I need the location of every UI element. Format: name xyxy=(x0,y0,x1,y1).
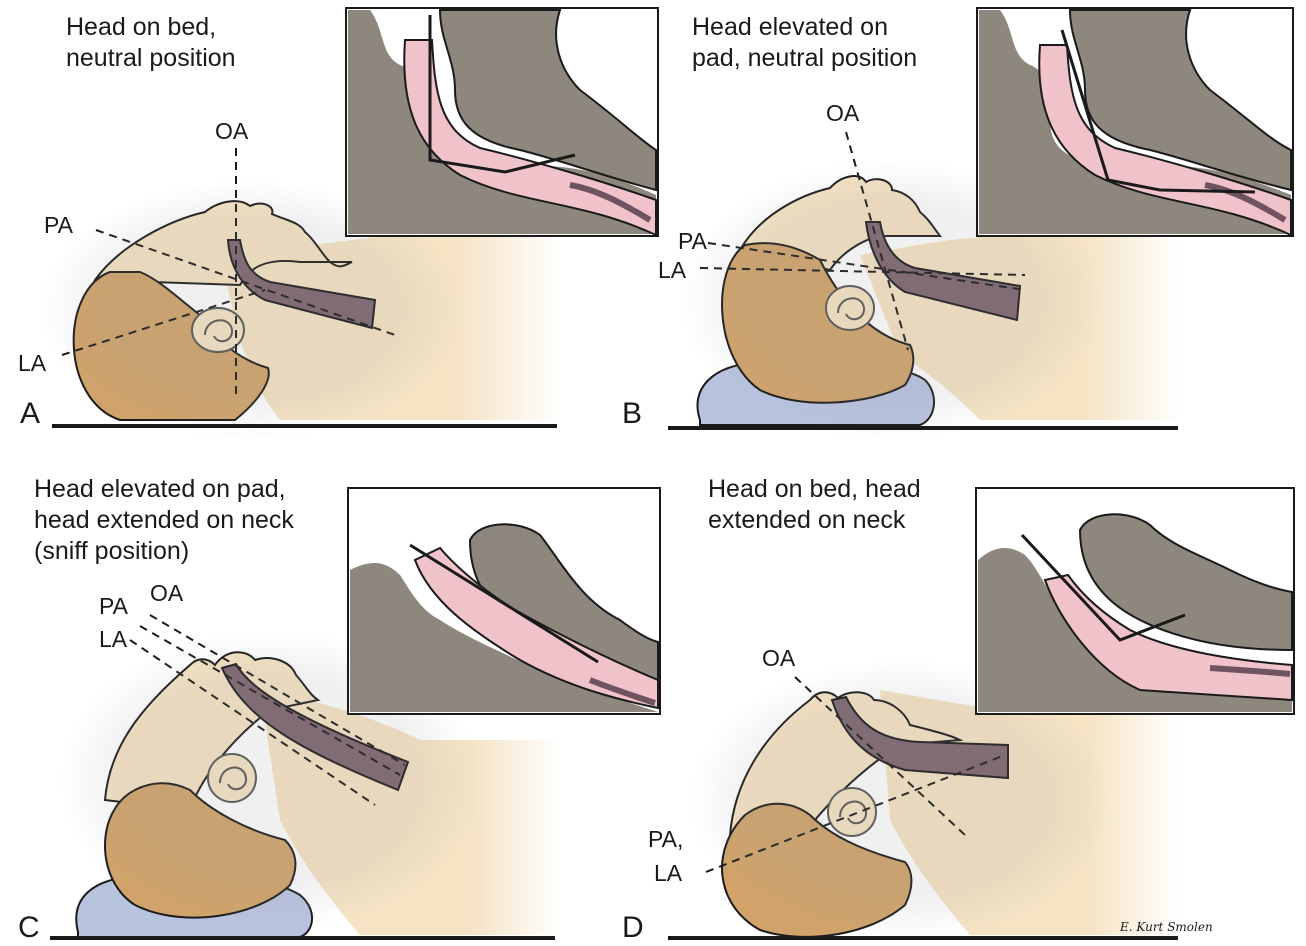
panel-d-label-oa: OA xyxy=(762,645,795,671)
panel-a-label-pa: PA xyxy=(44,212,73,238)
panel-d-inset xyxy=(976,488,1294,714)
panel-c-label-la: LA xyxy=(99,626,127,652)
panel-b-caption: Head elevated on pad, neutral position xyxy=(692,12,917,74)
panel-d-letter: D xyxy=(622,912,644,944)
panel-b-label-oa: OA xyxy=(826,100,859,126)
panel-a-caption: Head on bed, neutral position xyxy=(66,12,236,74)
panel-d-label-la: LA xyxy=(654,860,682,886)
panel-d-label-pa: PA, xyxy=(648,826,683,852)
panel-a-inset xyxy=(346,8,658,236)
panel-c-caption-line-3: (sniff position) xyxy=(34,536,294,567)
panel-d-caption-line-1: Head on bed, head xyxy=(708,474,921,505)
panel-a-label-oa: OA xyxy=(215,118,248,144)
panel-c-letter: C xyxy=(18,912,40,944)
panel-a-caption-line-2: neutral position xyxy=(66,43,236,74)
panel-c-caption-line-2: head extended on neck xyxy=(34,505,294,536)
panel-a-label-la: LA xyxy=(18,350,46,376)
panel-b-inset xyxy=(977,8,1293,236)
panel-b-caption-line-1: Head elevated on xyxy=(692,12,917,43)
panel-b-letter: B xyxy=(622,398,642,430)
panel-c-inset xyxy=(348,488,660,714)
panel-b-label-pa: PA xyxy=(678,228,707,254)
panel-a-caption-line-1: Head on bed, xyxy=(66,12,236,43)
panel-c-caption: Head elevated on pad, head extended on n… xyxy=(34,474,294,567)
panel-a-letter: A xyxy=(20,398,40,430)
panel-d-caption-line-2: extended on neck xyxy=(708,505,921,536)
panel-c-caption-line-1: Head elevated on pad, xyxy=(34,474,294,505)
panel-b-caption-line-2: pad, neutral position xyxy=(692,43,917,74)
panel-d-caption: Head on bed, head extended on neck xyxy=(708,474,921,536)
panel-b-label-la: LA xyxy=(658,257,686,283)
panel-c-label-oa: OA xyxy=(150,580,183,606)
artist-signature: E. Kurt Smolen xyxy=(1120,920,1213,934)
panel-c-label-pa: PA xyxy=(99,593,128,619)
panel-d xyxy=(668,488,1294,940)
